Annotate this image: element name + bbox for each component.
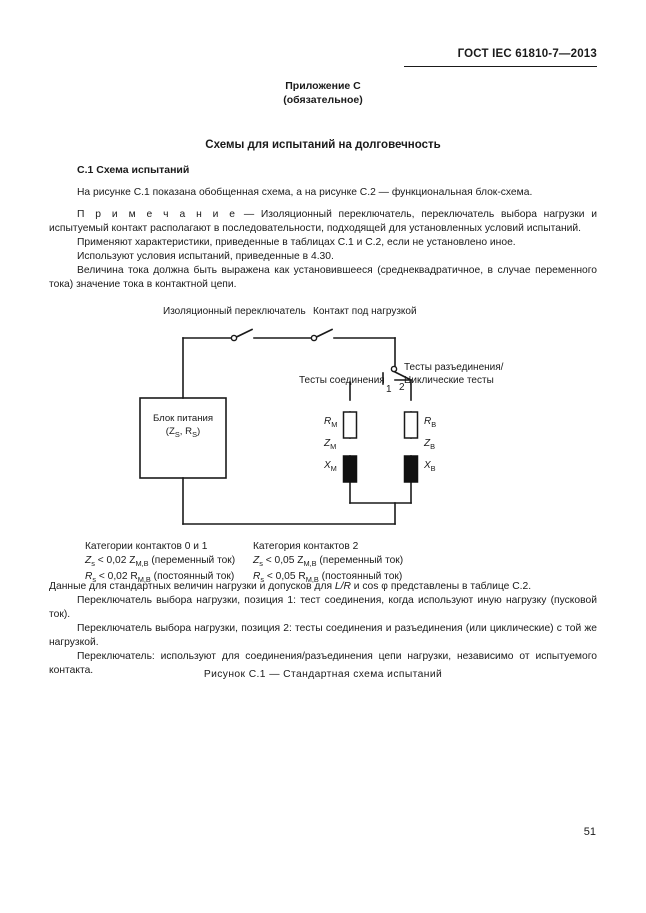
label-zm-sub: М [330,442,337,451]
label-zb: ZВ [424,438,435,451]
cl-r-sub: s [92,575,97,585]
label-xb: XВ [424,460,436,473]
paragraph-characteristics: Применяют характеристики, приведенные в … [77,237,516,248]
cl-z-sub: s [91,558,95,568]
resistor-rb-symbol [403,411,419,439]
section-heading: С.1 Схема испытаний [77,164,190,176]
selector-position-1-label: 1 [386,384,392,395]
cr-r-sub: s [260,575,265,585]
p6-lr-symbol: L/R [334,581,351,592]
label-xm: XМ [324,460,337,473]
reactance-xb-symbol [403,455,419,483]
paragraph-conditions: Используют условия испытаний, приведенны… [77,251,334,262]
paragraph-intro: На рисунке С.1 показана обобщенная схема… [77,187,533,198]
note-lead-label: П р и м е ч а н и е [77,209,238,220]
cl-r-sym: R [85,571,93,583]
ps-paren-close: ) [197,426,201,437]
selector-switch-pole-icon [390,365,398,373]
power-supply-label: Блок питания [152,413,214,424]
paragraph-load-data: Данные для стандартных величин нагрузки … [49,580,597,594]
label-break-tests-line2: Циклические тесты [404,375,494,386]
cr-r-mid: < 0,05 R [264,571,306,583]
contact-categories-0-1-block: Категории контактов 0 и 1 Zs < 0,02 ZМ,В… [85,540,235,587]
label-rm-symbol: R [324,416,332,427]
label-make-tests: Тесты соединения [299,375,385,386]
label-isolating-switch: Изоляционный переключатель [163,306,306,317]
label-rb-sub: В [431,420,437,429]
figure-c1-circuit-diagram: Изоляционный переключатель Контакт под н… [0,296,646,536]
cr-r-tail: (постоянный ток) [318,571,403,583]
page-header-standard: ГОСТ IEC 61810-7—2013 [457,48,597,60]
cr-z-mid: < 0,05 Z [262,554,304,566]
cr-r-sub2: М,В [305,575,319,585]
contact-categories-0-1-heading: Категории контактов 0 и 1 [85,541,208,552]
paragraph-selector-position-2: Переключатель выбора нагрузки, позиция 2… [49,623,597,649]
label-zb-symbol: Z [424,438,431,449]
label-break-tests-line1: Тесты разъединения/ [404,362,504,373]
ps-zs-sub: S [174,429,180,439]
resistor-rm-symbol [342,411,358,439]
contact-categories-0-1-z-condition: Zs < 0,02 ZМ,В (переменный ток) [85,554,235,571]
isolating-switch-icon [230,334,238,342]
load-contact-switch-icon [310,334,318,342]
label-xm-sub: М [330,464,337,473]
contact-category-2-block: Категория контактов 2 Zs < 0,05 ZМ,В (пе… [253,540,403,587]
paragraph-switch-usage: Переключатель: используют для соединения… [49,651,597,677]
label-load-contact: Контакт под нагрузкой [313,306,417,317]
selector-position-2-label: 2 [399,382,405,393]
p6-part-b: и cos φ представлены в таблице С.2. [350,581,532,592]
ps-rs-sub: S [192,429,197,439]
cr-z-sym: Z [253,554,260,566]
paragraph-note: П р и м е ч а н и е — Изоляционный перек… [49,208,597,236]
page-number: 51 [583,826,596,838]
annex-label: Приложение С [285,80,361,92]
label-xm-symbol: X [324,460,331,471]
label-rb: RВ [424,416,436,429]
cl-r-sub2: М,В [137,575,151,585]
label-rm-sub: М [331,420,338,429]
note-body-text: — Изоляционный переключатель, переключат… [49,209,597,235]
contact-category-2-r-condition: Rs < 0,05 RМ,В (постоянный ток) [253,570,403,587]
page-title: Схемы для испытаний на долговечность [205,139,441,151]
reactance-xm-symbol [342,455,358,483]
power-supply-impedance-label: (ZS, RS) [140,426,226,439]
cl-z-mid: < 0,02 Z [94,554,136,566]
paragraph-selector-position-1: Переключатель выбора нагрузки, позиция 1… [49,595,597,621]
figure-caption: Рисунок С.1 — Стандартная схема испытани… [203,669,443,680]
header-rule [404,66,597,67]
cl-r-tail: (постоянный ток) [150,571,235,583]
contact-categories-0-1-r-condition: Rs < 0,02 RМ,В (постоянный ток) [85,570,235,587]
cr-z-tail: (переменный ток) [316,554,404,566]
cr-z-sub2: М,В [303,558,317,568]
cr-r-sym: R [253,571,261,583]
label-zb-sub: В [430,442,436,451]
ps-comma-r: , R [179,426,193,437]
contact-category-2-heading: Категория контактов 2 [253,541,359,552]
p6-part-a: Данные для стандартных величин нагрузки … [49,581,335,592]
label-zm-symbol: Z [324,438,331,449]
label-zm: ZМ [324,438,336,451]
ps-paren-open: (Z [165,426,175,437]
label-rm: RМ [324,416,337,429]
paragraph-current-value: Величина тока должна быть выражена как у… [49,265,597,291]
contact-category-2-z-condition: Zs < 0,05 ZМ,В (переменный ток) [253,554,403,571]
label-xb-symbol: X [424,460,431,471]
annex-sublabel: (обязательное) [283,94,363,106]
cl-z-sub2: М,В [135,558,149,568]
label-rb-symbol: R [424,416,432,427]
cl-z-sym: Z [85,554,92,566]
cl-z-tail: (переменный ток) [148,554,236,566]
label-xb-sub: В [430,464,436,473]
cl-r-mid: < 0,02 R [96,571,138,583]
cr-z-sub: s [259,558,263,568]
